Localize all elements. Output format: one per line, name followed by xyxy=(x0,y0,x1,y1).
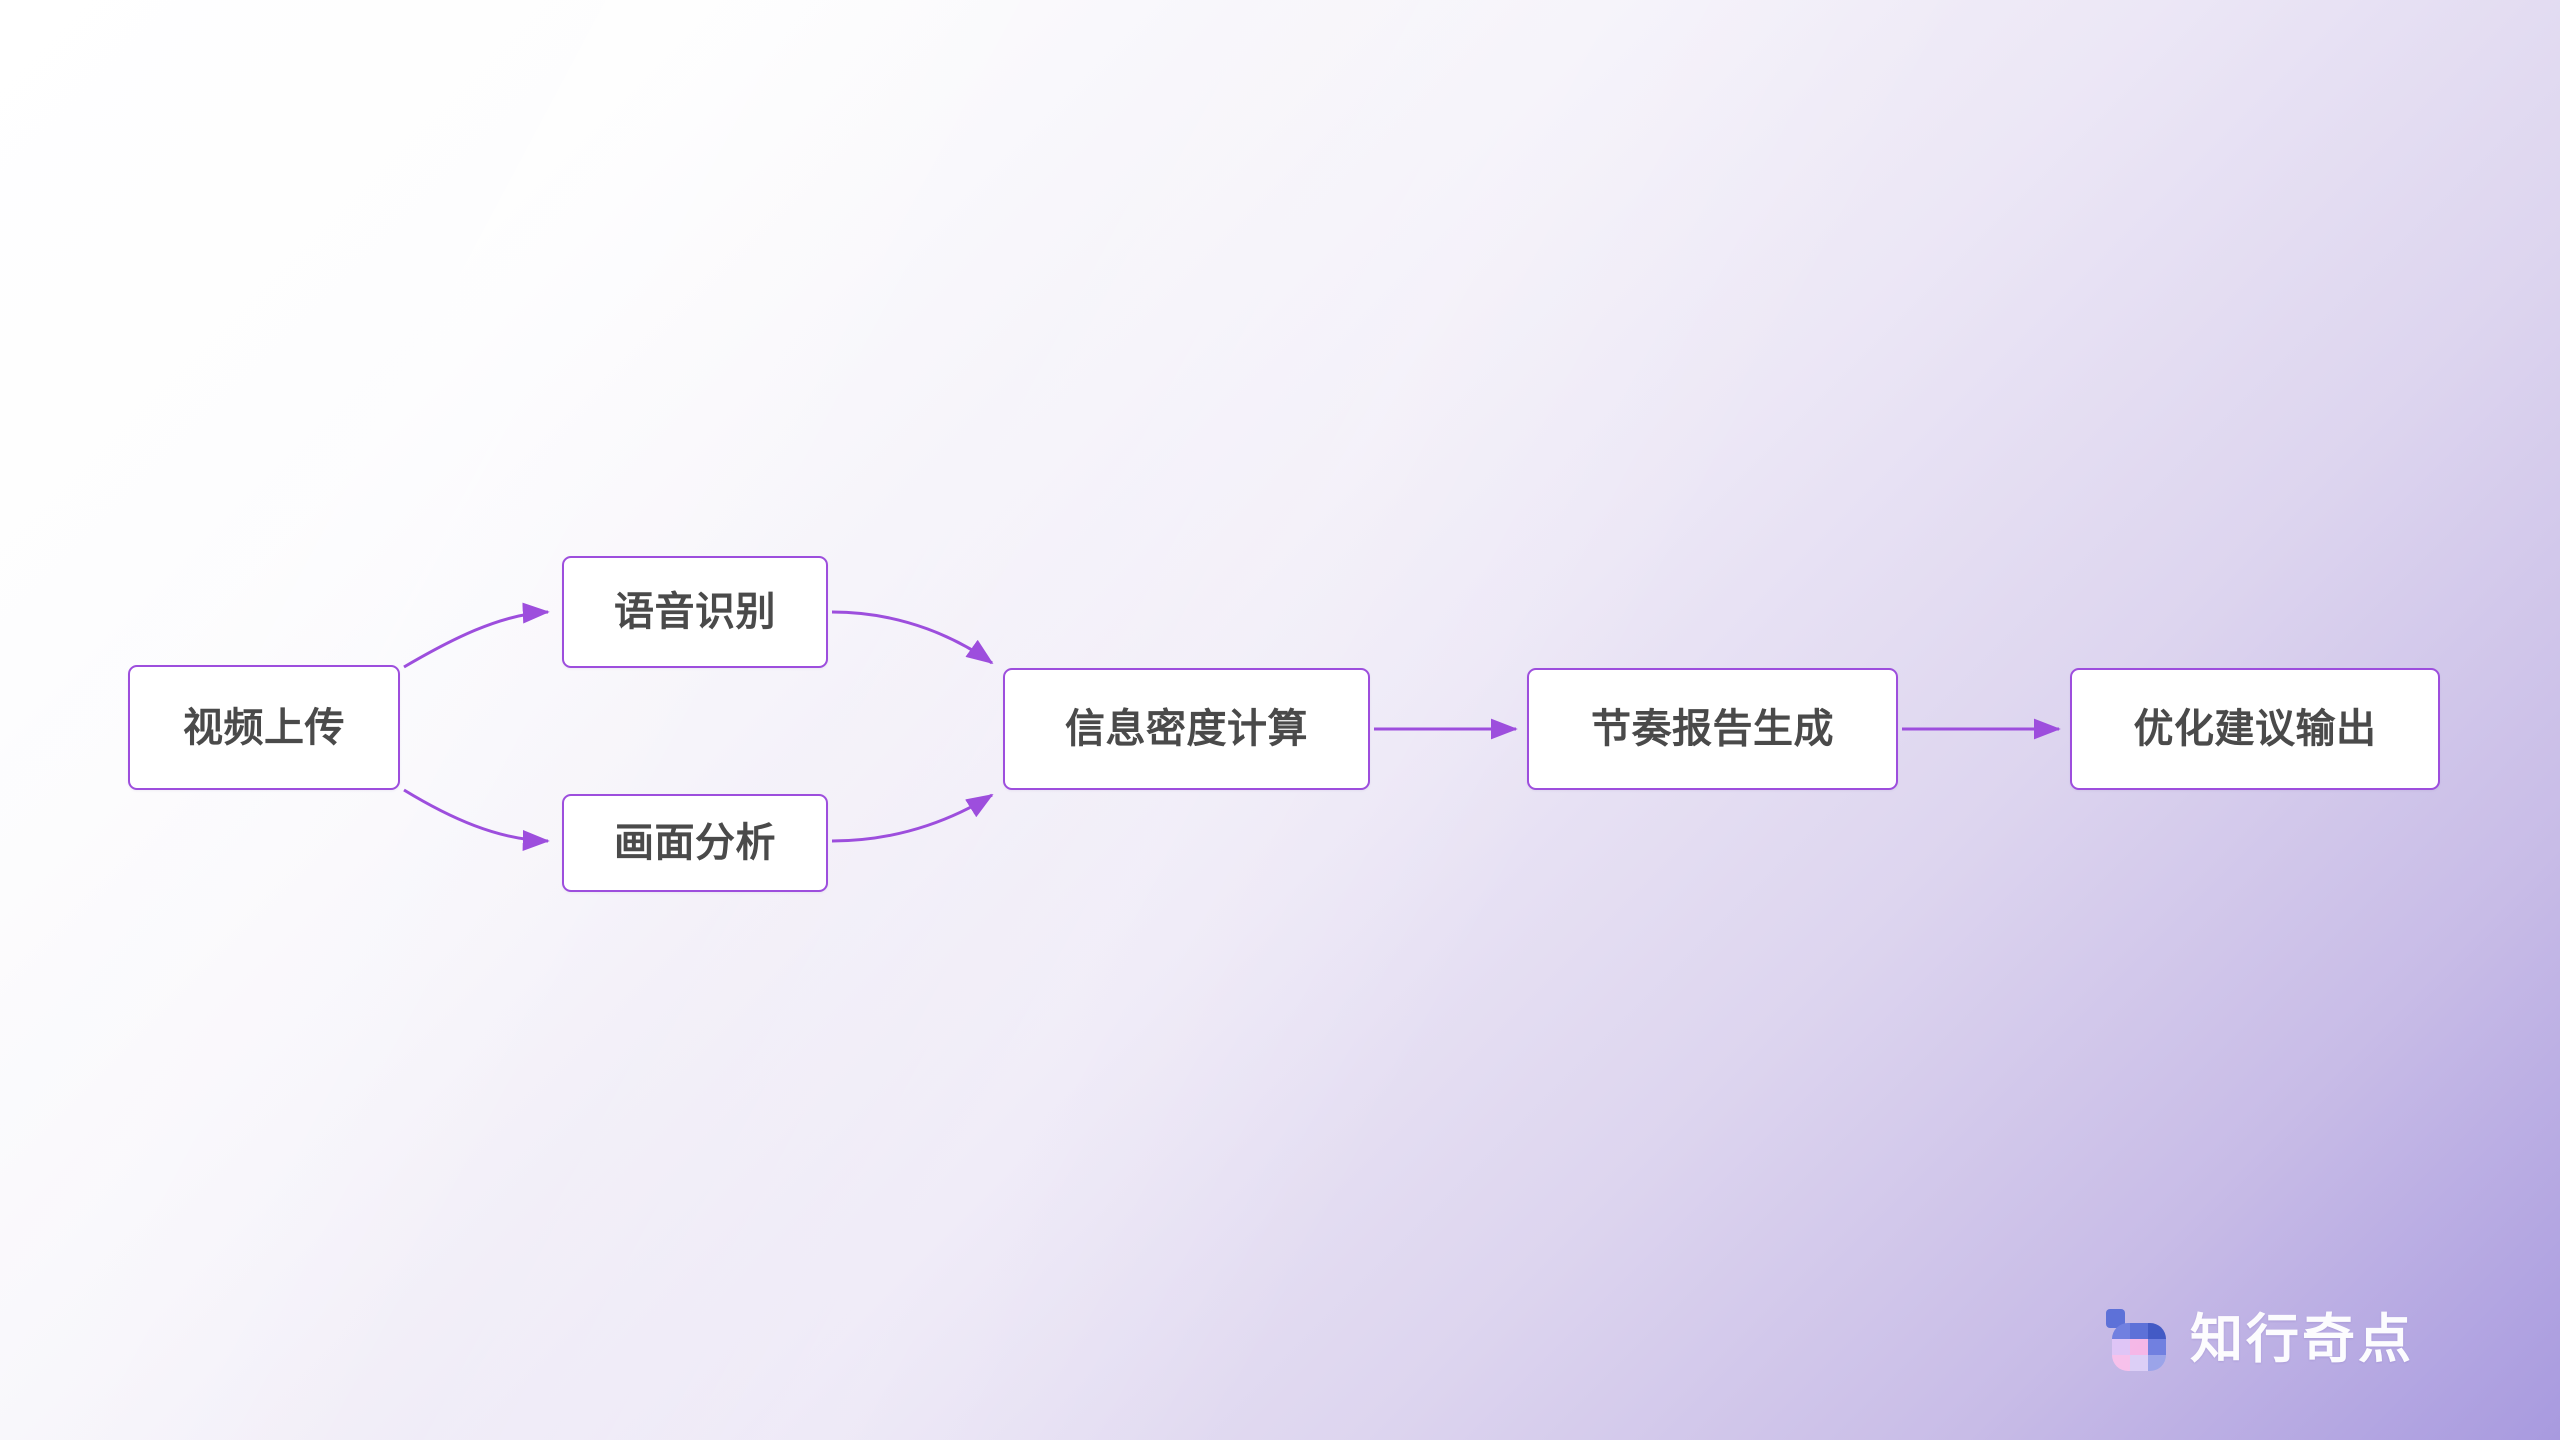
node-label: 视频上传 xyxy=(183,705,345,750)
brand-name: 知行奇点 xyxy=(2190,1309,2414,1369)
edge-upload-to-visual xyxy=(403,788,550,851)
node-label: 画面分析 xyxy=(614,821,776,865)
node-label: 语音识别 xyxy=(614,590,776,634)
node-rhythm-report-generation[interactable]: 节奏报告生成 xyxy=(1527,668,1898,790)
edge-visual-to-density xyxy=(831,793,994,843)
node-label: 信息密度计算 xyxy=(1065,707,1308,751)
node-label: 优化建议输出 xyxy=(2133,707,2377,751)
edge-asr-to-density xyxy=(831,610,994,665)
node-video-upload[interactable]: 视频上传 xyxy=(128,665,400,790)
brand-watermark: 知行奇点 xyxy=(2100,1305,2414,1373)
brand-mark-icon xyxy=(2100,1305,2168,1373)
edge-upload-to-asr xyxy=(403,602,550,669)
node-speech-recognition[interactable]: 语音识别 xyxy=(562,556,828,668)
node-information-density-calculation[interactable]: 信息密度计算 xyxy=(1003,668,1370,790)
node-label: 节奏报告生成 xyxy=(1591,707,1834,751)
node-optimization-suggestion-output[interactable]: 优化建议输出 xyxy=(2070,668,2440,790)
node-visual-analysis[interactable]: 画面分析 xyxy=(562,794,828,892)
